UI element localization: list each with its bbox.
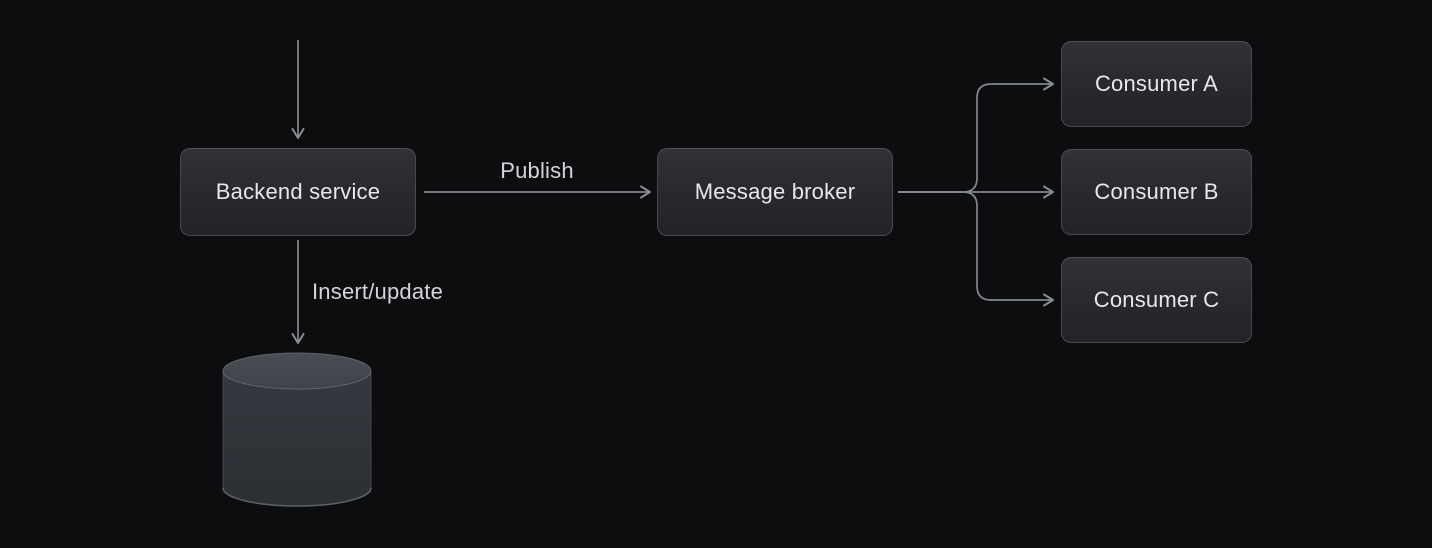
node-backend-service-label: Backend service — [215, 179, 381, 204]
database-cylinder-icon — [222, 352, 372, 507]
node-message-broker: Message broker — [657, 148, 893, 236]
edge-broker-to-consumer-a — [898, 77, 1054, 193]
node-backend-service: Backend service — [180, 148, 416, 236]
node-consumer-c: Consumer C — [1061, 257, 1252, 343]
node-consumer-b: Consumer B — [1061, 149, 1252, 235]
node-consumer-a-label: Consumer A — [1094, 71, 1219, 96]
edge-broker-to-consumer-c — [898, 191, 1054, 307]
node-consumer-b-label: Consumer B — [1094, 179, 1219, 204]
publish-edge-label: Publish — [500, 158, 574, 183]
node-consumer-a: Consumer A — [1061, 41, 1252, 127]
node-consumer-c-label: Consumer C — [1093, 287, 1220, 312]
node-message-broker-label: Message broker — [694, 179, 856, 204]
insert-update-edge-label: Insert/update — [312, 279, 444, 304]
